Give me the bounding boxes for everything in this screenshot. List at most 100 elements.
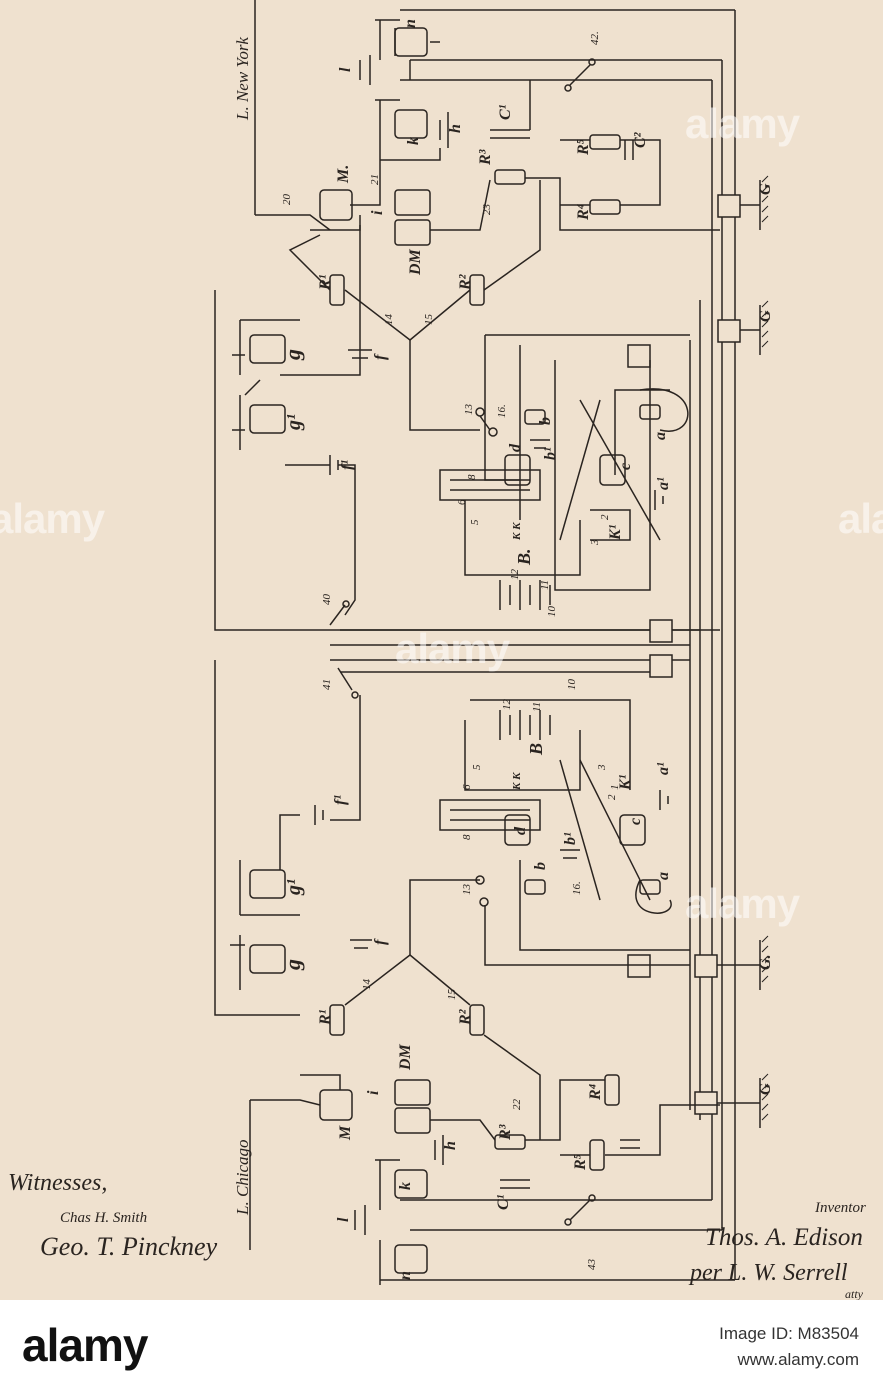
label-l-lower: l xyxy=(335,1217,352,1222)
attorney-suffix: atty xyxy=(845,1287,864,1300)
watermark-text: alamy xyxy=(395,625,509,673)
label-21-upper: 21 xyxy=(369,174,381,185)
label-8-upper: 8 xyxy=(466,474,478,480)
label-DM-lower: DM xyxy=(397,1043,414,1071)
label-g1-upper: g¹ xyxy=(283,414,305,431)
label-5-upper: 5 xyxy=(469,519,481,525)
site-url: www.alamy.com xyxy=(737,1350,859,1370)
watermark-text: alamy xyxy=(685,100,799,148)
label-41: 41 xyxy=(321,679,333,690)
label-KK-upper: K K xyxy=(511,522,523,541)
wire-upper-loop xyxy=(215,290,720,630)
label-5-lower: 5 xyxy=(471,764,483,770)
label-R5-lower: R⁵ xyxy=(572,1154,589,1171)
label-g-upper: g xyxy=(280,349,305,361)
label-11-upper: 11 xyxy=(539,580,551,590)
patent-drawing-sheet: L. New York L. Chicago n l k h C¹ C² M. … xyxy=(0,0,883,1300)
label-10-lower: 10 xyxy=(566,679,578,691)
label-g1-lower: g¹ xyxy=(283,879,305,896)
label-R3-lower: R³ xyxy=(497,1124,514,1141)
label-R4-lower: R⁴ xyxy=(587,1083,604,1101)
label-10-upper: 10 xyxy=(546,606,558,618)
label-n-lower: n xyxy=(397,1271,414,1280)
label-a1-lower: a¹ xyxy=(655,762,672,775)
watermark-text: alamy xyxy=(685,880,799,928)
label-R2-lower: R² xyxy=(457,1008,474,1026)
label-1-lower: 1 xyxy=(609,785,621,791)
label-DM-upper: DM xyxy=(407,248,424,276)
label-ground-1: G xyxy=(757,183,774,195)
label-13-upper: 13 xyxy=(463,404,475,416)
label-16-lower: 16. xyxy=(571,881,583,895)
label-11-lower: 11 xyxy=(531,702,543,712)
label-40: 40 xyxy=(321,594,333,606)
label-h-lower: h xyxy=(442,1141,459,1150)
label-k-upper: k xyxy=(405,137,422,145)
label-ground-4: G xyxy=(757,1083,774,1095)
label-a1-upper: a¹ xyxy=(655,477,672,490)
label-42: 42. xyxy=(589,31,601,45)
label-B-upper: B. xyxy=(514,548,534,566)
label-8-lower: 8 xyxy=(461,834,473,840)
label-2-upper: 2 xyxy=(599,514,611,520)
stock-footer: alamy Image ID: M83504 www.alamy.com xyxy=(0,1300,883,1390)
label-b-upper: b xyxy=(537,417,554,425)
label-B-lower: B xyxy=(526,743,546,756)
label-b1-lower: b¹ xyxy=(562,832,579,845)
witness-2-signature: Geo. T. Pinckney xyxy=(40,1232,218,1261)
label-R1-lower: R¹ xyxy=(317,1009,334,1026)
label-a-lower: a xyxy=(655,872,672,880)
label-a-upper: a xyxy=(652,432,669,440)
label-h-upper: h xyxy=(447,124,464,133)
label-k-lower: k xyxy=(397,1182,414,1190)
label-R5-upper: R⁵ xyxy=(575,139,592,156)
label-l-upper: l xyxy=(337,67,354,72)
label-22-lower: 22 xyxy=(511,1099,523,1111)
label-R1-upper: R¹ xyxy=(317,274,334,291)
label-43: 43 xyxy=(586,1259,598,1271)
label-g-lower: g xyxy=(280,959,305,971)
label-6-upper: 6 xyxy=(456,499,468,505)
label-c1-upper: C¹ xyxy=(497,104,514,120)
label-c-upper: c xyxy=(617,463,634,470)
label-f-upper: f xyxy=(372,353,389,360)
label-R4-upper: R⁴ xyxy=(575,203,592,221)
label-14-lower: 14 xyxy=(361,979,373,991)
inventor-signature: Thos. A. Edison xyxy=(705,1224,863,1251)
brand-logo: alamy xyxy=(22,1318,147,1372)
label-14-upper: 14 xyxy=(383,314,395,326)
label-12-upper: 12 xyxy=(509,569,521,581)
watermark-text: alamy xyxy=(838,495,883,543)
label-15-upper: 15 xyxy=(423,314,435,326)
label-3-upper: 3 xyxy=(589,539,601,546)
attorney-signature: per L. W. Serrell xyxy=(688,1260,848,1286)
label-f-lower: f xyxy=(372,938,389,945)
label-M-upper: M. xyxy=(335,165,352,184)
label-c2-upper: C² xyxy=(632,131,649,148)
label-16-upper: 16. xyxy=(496,404,508,418)
label-f1-upper: f¹ xyxy=(339,460,356,470)
label-KK-lower: K K xyxy=(511,772,523,791)
witnesses-label: Witnesses, xyxy=(8,1170,107,1196)
watermark-text: alamy xyxy=(0,495,104,543)
label-M-lower: M xyxy=(337,1125,354,1141)
label-15-lower: 15 xyxy=(446,989,458,1001)
label-f1-lower: f¹ xyxy=(332,795,349,805)
label-ground-3: G. xyxy=(757,954,774,970)
label-13-lower: 13 xyxy=(461,884,473,896)
label-i-upper: i xyxy=(369,210,386,215)
label-6-lower: 6 xyxy=(461,784,473,790)
label-23-upper: 23 xyxy=(481,204,493,216)
label-K1-upper: K¹ xyxy=(607,524,624,541)
label-i-lower: i xyxy=(365,1090,382,1095)
witness-1-signature: Chas H. Smith xyxy=(60,1210,147,1226)
label-n-upper: n xyxy=(402,19,419,28)
label-R2-upper: R² xyxy=(457,273,474,291)
label-ground-2: G xyxy=(757,310,774,322)
image-id: Image ID: M83504 xyxy=(719,1324,859,1344)
inventor-label: Inventor xyxy=(814,1200,866,1216)
label-d-lower: d xyxy=(512,826,529,835)
label-3-lower: 3 xyxy=(596,764,608,771)
label-d-upper: d xyxy=(507,443,524,452)
label-line-chicago: L. Chicago xyxy=(233,1139,252,1216)
